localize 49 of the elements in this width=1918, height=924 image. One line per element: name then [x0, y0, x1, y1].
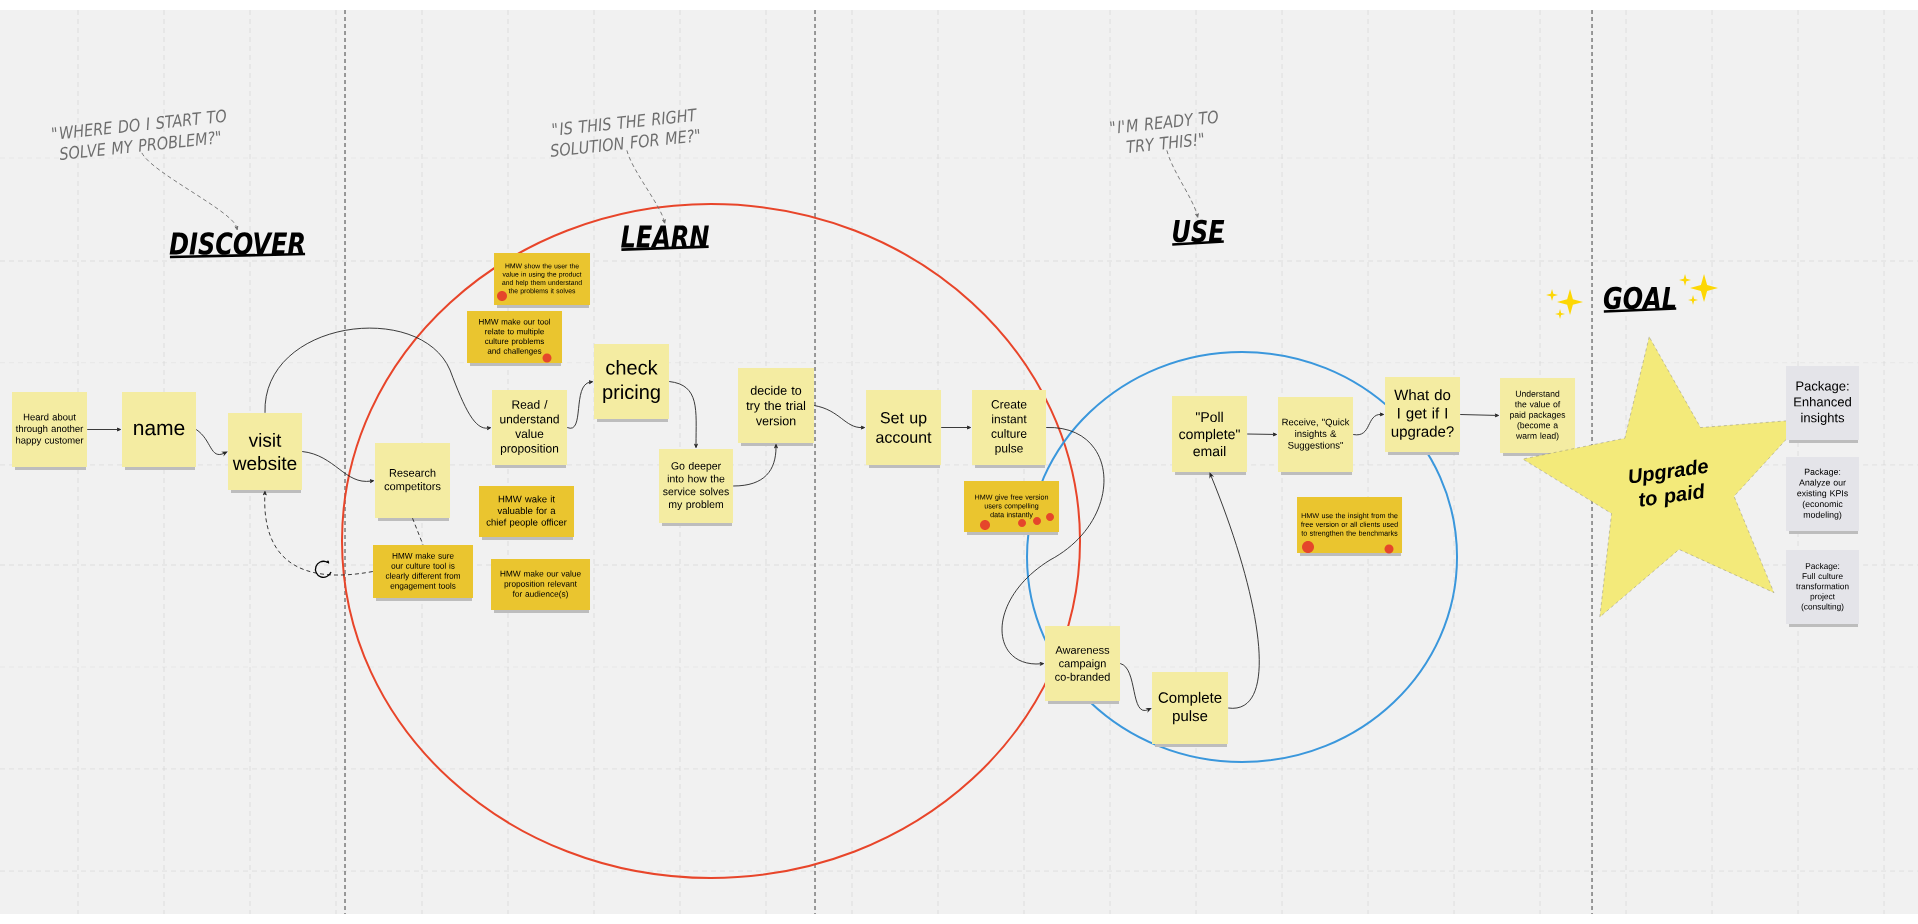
arrow [1209, 472, 1260, 709]
sticky-note: Complete pulse [1152, 672, 1228, 747]
sticky-note: check pricing [594, 344, 669, 422]
quote-text: "WHERE DO I START TO SOLVE MY PROBLEM?" [52, 109, 226, 160]
sticky-note: "Poll complete" email [1172, 396, 1247, 475]
arrow [301, 451, 375, 484]
sticky-note: Package: Full culture transformation project (consulting) [1786, 550, 1859, 627]
heading: LEARN [621, 225, 709, 251]
arrow [1119, 663, 1152, 712]
sticky-note: Read / understand value proposition [492, 390, 567, 468]
arrow [1459, 413, 1500, 418]
sticky-note: visit website [228, 413, 302, 493]
sticky-note: Create instant culture pulse [972, 390, 1046, 468]
heading: GOAL [1603, 286, 1677, 313]
arrow [262, 490, 374, 576]
sticky-note: Understand the value of paid packages (become a warm lead) [1500, 378, 1575, 456]
sticky-note: decide to try the trial version [738, 368, 814, 446]
sticky-note: Heard about through another happy customer [12, 392, 87, 470]
sticky-note: name [122, 392, 196, 470]
heading: DISCOVER [169, 232, 306, 259]
arrow [141, 152, 239, 231]
sticky-note: Receive, "Quick insights & Suggestions" [1278, 397, 1353, 475]
sticky-note: Package: Analyze our existing KPIs (economic modeling) [1786, 457, 1859, 534]
sticky-note: Research competitors [375, 443, 450, 521]
sticky-note: What do I get if I upgrade? [1385, 377, 1460, 455]
sticky-note: HMW make sure our culture tool is clearly different from engagement tools [373, 545, 473, 601]
heading: USE [1172, 219, 1225, 246]
arrow [1166, 149, 1199, 218]
arrow [264, 327, 492, 431]
arrow [566, 380, 594, 429]
arrow [668, 381, 698, 449]
sticky-note: Awareness campaign co-branded [1045, 626, 1120, 704]
arrow [1001, 427, 1105, 666]
arrow [732, 443, 778, 487]
arrow [940, 425, 972, 430]
quote-text: "I'M READY TO TRY THIS!" [1110, 110, 1218, 153]
arrow [86, 427, 122, 432]
quote-text: "IS THIS THE RIGHT SOLUTION FOR ME?" [550, 108, 700, 157]
sticky-note: HMW make our value proposition relevant for audience(s) [491, 559, 590, 613]
arrow [813, 405, 866, 430]
sticky-note: Package: Enhanced insights [1786, 366, 1859, 443]
sticky-note: Go deeper into how the service solves my problem [659, 449, 733, 526]
sticky-note: HMW wake it valuable for a chief people officer [479, 486, 574, 540]
arrow [1352, 412, 1385, 436]
arrow [1246, 432, 1278, 437]
sticky-note: Set up account [866, 390, 941, 468]
sticky-note: HMW make our tool relate to multiple culture problems and challenges [467, 311, 562, 366]
arrow [195, 429, 228, 456]
arrow [626, 149, 666, 224]
